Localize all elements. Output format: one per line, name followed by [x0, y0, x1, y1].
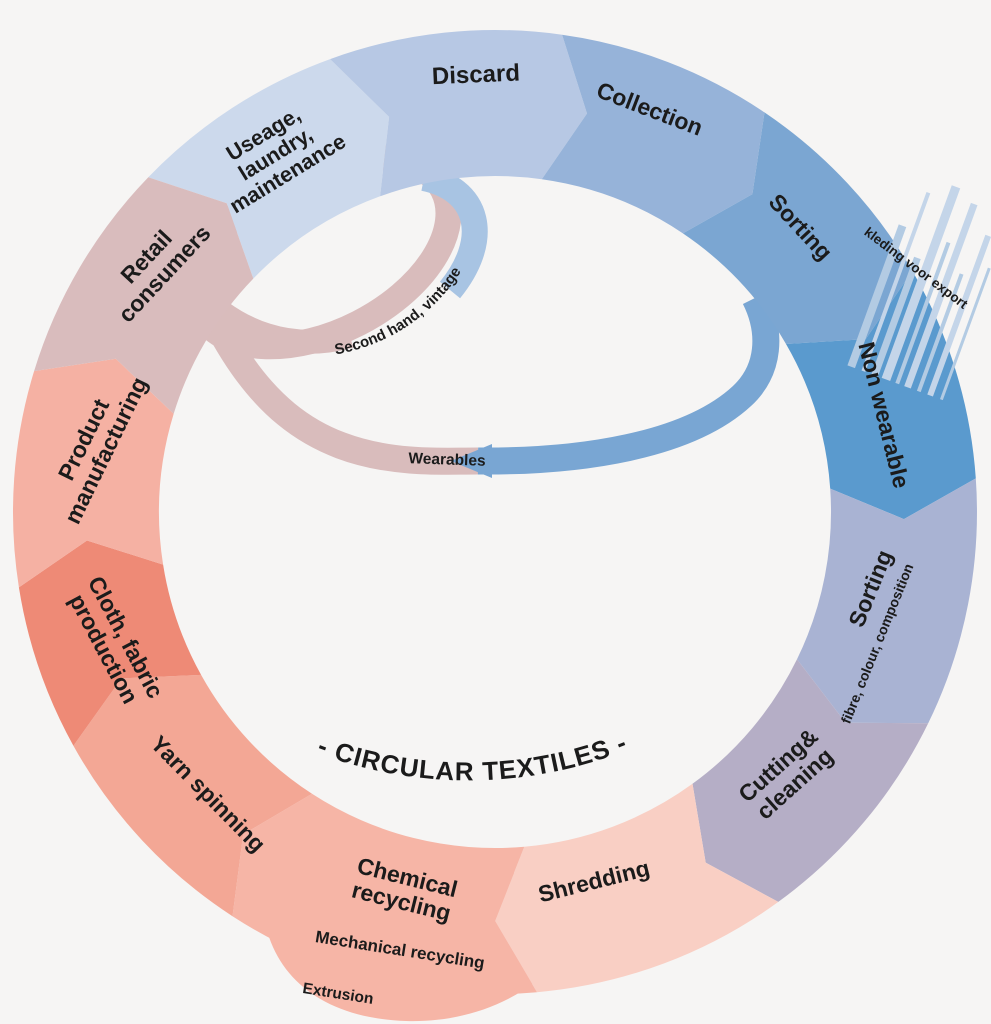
- export-flow: [847, 185, 991, 401]
- export-stripe: [847, 224, 907, 369]
- stage-shredding: [495, 783, 779, 993]
- second-hand-loop-blue: [421, 165, 488, 299]
- ring-segments: [12, 30, 977, 995]
- export-stripe: [939, 267, 991, 401]
- stage-yarn-spinning: [73, 674, 313, 917]
- export-stripe: [916, 273, 964, 393]
- wearables-ribbon-pink: [193, 296, 479, 475]
- export-stripe: [881, 185, 961, 381]
- stage-discard: [330, 30, 587, 197]
- stage-collection: [541, 34, 765, 234]
- stage-sorting-fibre: [797, 478, 977, 724]
- wearables-ribbon-blue: [477, 291, 780, 475]
- export-stripe: [927, 234, 991, 397]
- label-discard: Discard: [431, 59, 520, 90]
- stage-useage-laundry-maintenance: [148, 59, 390, 279]
- export-stripe: [861, 192, 931, 372]
- export-stripe: [904, 202, 978, 389]
- stage-chemical-recycling: [232, 793, 537, 995]
- stage-cutting-cleaning: [692, 659, 929, 902]
- wearables-arrow-icon: [451, 444, 492, 478]
- stage-cloth-fabric-production: [18, 540, 202, 746]
- export-stripe: [895, 241, 951, 385]
- stage-product-manufacturing: [12, 358, 174, 588]
- stage-retail-consumers: [34, 177, 254, 414]
- label-wearables: Wearables: [408, 450, 486, 470]
- stage-sorting-wearable: [682, 112, 913, 345]
- export-stripe: [871, 256, 921, 377]
